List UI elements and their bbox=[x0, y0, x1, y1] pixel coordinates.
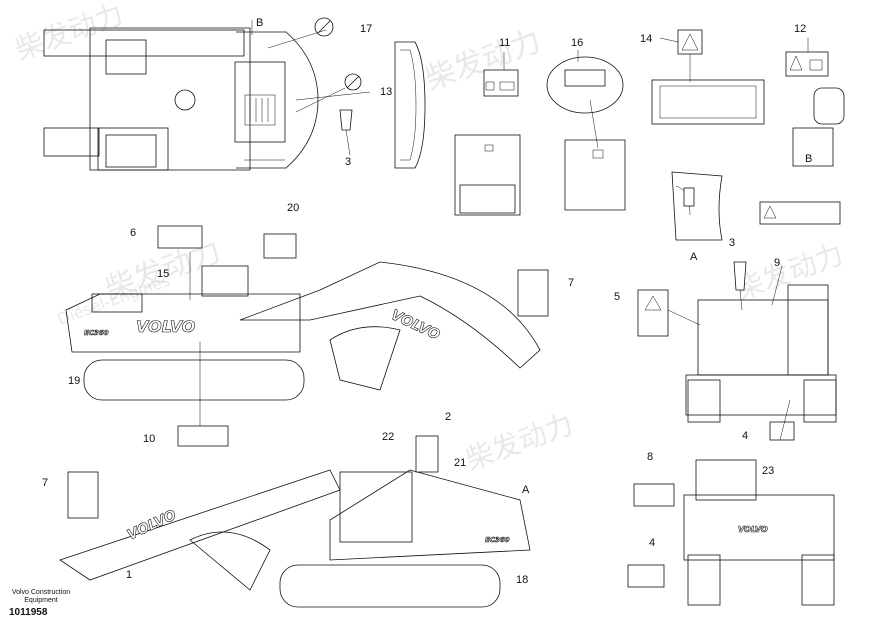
rear-view-lower: VOLVO bbox=[627, 459, 835, 606]
watermark-cn: 柴发动力 bbox=[421, 24, 546, 98]
vent-grille bbox=[244, 94, 285, 161]
callout-14: 14 bbox=[640, 33, 652, 45]
top-view-excavator bbox=[43, 17, 426, 171]
callout-9: 9 bbox=[774, 257, 780, 269]
battery-decal-icon bbox=[263, 233, 297, 259]
callout-3: 3 bbox=[345, 156, 351, 168]
rear-brand-logo: VOLVO bbox=[738, 525, 768, 534]
warning-decal-icon bbox=[633, 483, 675, 507]
watermark-cn: 柴发动力 bbox=[731, 237, 848, 306]
callout-15: 15 bbox=[157, 268, 169, 280]
warning-decal-icon bbox=[67, 471, 99, 519]
warning-decal-icon bbox=[415, 435, 439, 473]
callout-8: 8 bbox=[647, 451, 653, 463]
battery-disconnect-decal-icon bbox=[157, 225, 203, 249]
callout-22: 22 bbox=[382, 431, 394, 443]
callout-13: 13 bbox=[380, 86, 392, 98]
boom-brand-logo: VOLVO bbox=[125, 507, 179, 544]
warning-decal-icon bbox=[517, 269, 549, 317]
warning-decal-icon bbox=[785, 51, 829, 77]
footer-line-1: Volvo Construction bbox=[11, 589, 71, 596]
model-badge: EC360 bbox=[84, 329, 109, 337]
brand-logo: VOLVO bbox=[136, 317, 196, 336]
side-view-excavator-upper: VOLVO VOLVO EC360 bbox=[65, 225, 549, 447]
callout-21: 21 bbox=[454, 457, 466, 469]
view-label-b: B bbox=[256, 17, 263, 29]
callout-19: 19 bbox=[68, 375, 80, 387]
callout-6: 6 bbox=[130, 227, 136, 239]
watermark-cn: 柴发动力 bbox=[11, 0, 128, 67]
item-11-hood-label bbox=[454, 52, 521, 216]
callout-3: 3 bbox=[729, 237, 735, 249]
callout-12: 12 bbox=[794, 23, 806, 35]
callout-4: 4 bbox=[742, 430, 748, 442]
callout-17: 17 bbox=[360, 23, 372, 35]
callout-20: 20 bbox=[287, 202, 299, 214]
callout-11: 11 bbox=[499, 37, 510, 49]
view-label-b: B bbox=[805, 153, 812, 165]
watermark-group: 柴发动力 柴发动力 Diesel-Engines 柴发动力 柴发动力 柴发动力 bbox=[11, 0, 848, 477]
item-12-cab-label bbox=[785, 38, 845, 167]
callout-4: 4 bbox=[649, 537, 655, 549]
callout-18: 18 bbox=[516, 574, 528, 586]
callout-1: 1 bbox=[126, 569, 132, 581]
lift-point-decal-icon bbox=[733, 261, 747, 291]
callout-labels: 1 2 3 3 4 4 5 6 7 7 8 9 10 11 12 13 14 1… bbox=[42, 17, 812, 586]
warning-decal-icon bbox=[637, 289, 669, 337]
fuel-decal-icon bbox=[564, 69, 606, 87]
footer-company: Volvo Construction Equipment bbox=[6, 589, 76, 605]
lift-point-decal-icon bbox=[339, 109, 353, 131]
rear-view-excavator bbox=[637, 201, 841, 441]
view-label-a: A bbox=[522, 484, 530, 496]
warning-decal-icon bbox=[759, 201, 841, 225]
side-view-a-cab-window bbox=[671, 171, 723, 241]
item-16-tank-label bbox=[546, 50, 626, 211]
part-number: 1011958 bbox=[9, 607, 48, 618]
callout-23: 23 bbox=[762, 465, 774, 477]
callout-10: 10 bbox=[143, 433, 155, 445]
sign-decal-icon bbox=[627, 564, 665, 588]
boom-brand-logo: VOLVO bbox=[388, 307, 442, 344]
item-14-battery-label bbox=[651, 29, 765, 125]
warning-decal-icon bbox=[483, 69, 519, 97]
view-label-a: A bbox=[690, 251, 698, 263]
callout-2: 2 bbox=[445, 411, 451, 423]
callout-7: 7 bbox=[568, 277, 574, 289]
callout-5: 5 bbox=[614, 291, 620, 303]
watermark-cn: 柴发动力 bbox=[461, 407, 578, 476]
warning-decal-icon bbox=[177, 425, 229, 447]
callout-7: 7 bbox=[42, 477, 48, 489]
model-badge: EC360 bbox=[485, 536, 510, 544]
callout-16: 16 bbox=[571, 37, 583, 49]
footer-line-2: Equipment bbox=[24, 597, 58, 604]
